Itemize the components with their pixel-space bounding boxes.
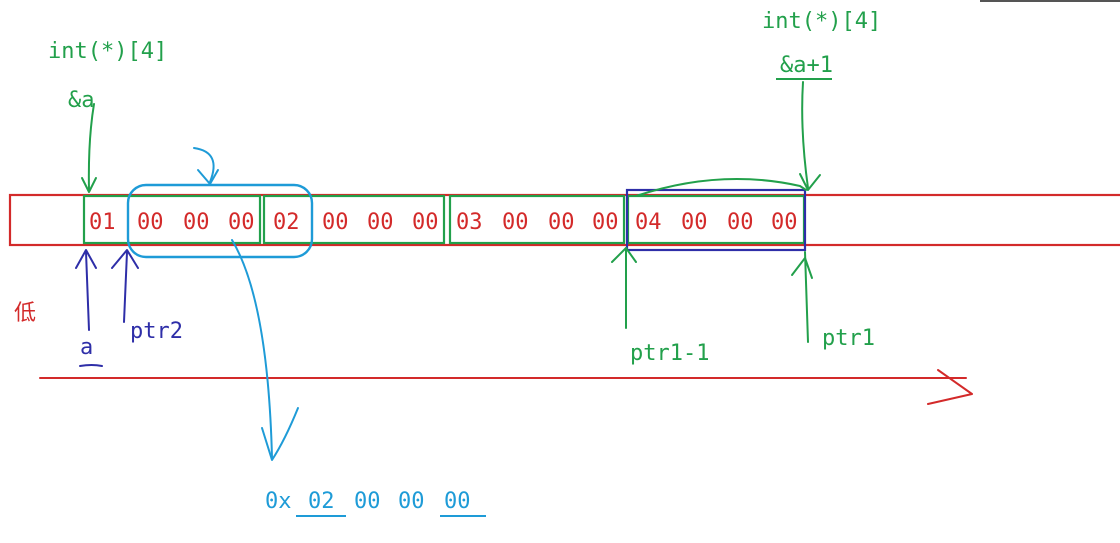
low-address-label: 低 bbox=[14, 301, 36, 326]
hex-value: 0x 02 00 00 00 bbox=[265, 489, 471, 514]
byte-2-1: 00 bbox=[502, 210, 529, 235]
ptr1-minus1-label: ptr1-1 bbox=[630, 341, 709, 366]
hex-byte-1: 00 bbox=[354, 489, 381, 514]
ptr2-label: ptr2 bbox=[130, 319, 183, 344]
ptr1-label: ptr1 bbox=[822, 326, 875, 351]
byte-3-0: 04 bbox=[635, 210, 662, 235]
last-element-span-curve bbox=[635, 177, 807, 197]
addr-a-arrow bbox=[81, 103, 97, 193]
ptr1-minus1-pointer bbox=[611, 247, 637, 329]
addr-a-label: &a bbox=[68, 88, 95, 113]
byte-1-1: 00 bbox=[322, 210, 349, 235]
ptr1-pointer bbox=[791, 251, 813, 343]
byte-0-2: 00 bbox=[183, 210, 210, 235]
ptr2-pointer bbox=[111, 249, 139, 323]
byte-3-3: 00 bbox=[771, 210, 798, 235]
addr-a-plus1-label: &a+1 bbox=[780, 53, 833, 78]
hex-prefix: 0x bbox=[265, 489, 292, 514]
address-direction-arrow bbox=[39, 369, 973, 405]
memory-bytes: 01 00 00 00 02 00 00 00 03 00 00 00 04 0… bbox=[89, 210, 798, 235]
addr-a-plus1-arrow bbox=[799, 81, 821, 191]
byte-3-2: 00 bbox=[727, 210, 754, 235]
element-box-2 bbox=[262, 194, 446, 245]
hex-byte-0: 02 bbox=[308, 489, 335, 514]
byte-0-0: 01 bbox=[89, 210, 116, 235]
byte-2-3: 00 bbox=[592, 210, 619, 235]
hex-byte-3: 00 bbox=[444, 489, 471, 514]
element-box-3 bbox=[448, 194, 626, 245]
a-underline bbox=[79, 364, 103, 367]
byte-2-2: 00 bbox=[548, 210, 575, 235]
element-box-1 bbox=[82, 194, 262, 245]
last-element-highlight bbox=[625, 188, 807, 252]
hex-byte-2: 00 bbox=[398, 489, 425, 514]
cyan-down-arrow bbox=[231, 239, 299, 461]
byte-2-0: 03 bbox=[456, 210, 483, 235]
byte-0-1: 00 bbox=[137, 210, 164, 235]
byte-1-3: 00 bbox=[412, 210, 439, 235]
a-label: a bbox=[80, 335, 93, 360]
byte-3-1: 00 bbox=[681, 210, 708, 235]
byte-1-0: 02 bbox=[273, 210, 300, 235]
byte-1-2: 00 bbox=[367, 210, 394, 235]
type-label-left: int(*)[4] bbox=[48, 39, 167, 64]
a-pointer bbox=[75, 249, 97, 331]
cyan-top-arrow bbox=[193, 147, 219, 185]
ptr2-int-highlight bbox=[126, 183, 314, 259]
byte-0-3: 00 bbox=[228, 210, 255, 235]
type-label-right: int(*)[4] bbox=[762, 9, 881, 34]
